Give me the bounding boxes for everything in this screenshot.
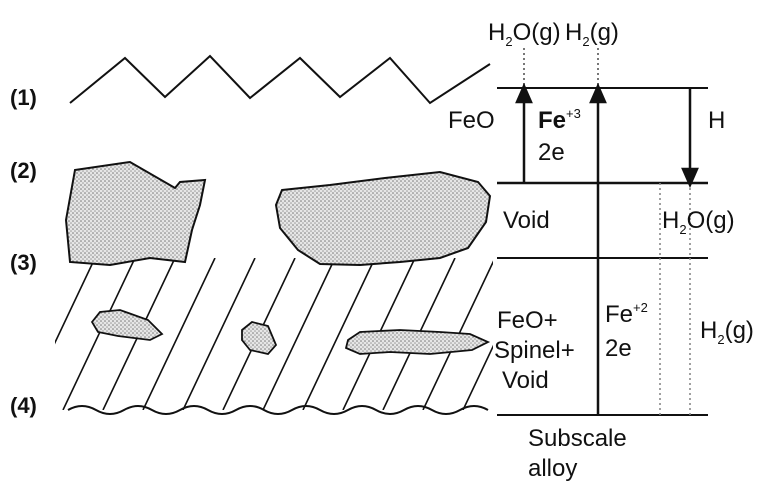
alloy-label: alloy: [528, 455, 577, 482]
h2o-gas-top-label: H2O(g): [488, 19, 561, 49]
feo-blob-right: [274, 170, 492, 267]
spinel-inclusion-3: [344, 329, 491, 355]
outer-surface-line: [69, 54, 491, 105]
inner-electrons-label: 2e: [605, 335, 632, 362]
h2o-void-label: H2O(g): [662, 207, 735, 237]
fe-ion-up-arrowhead: [589, 82, 607, 104]
subscale-label: Subscale: [528, 425, 627, 452]
spinel-inclusion-2: [241, 321, 278, 355]
feo-up-arrowhead: [515, 82, 533, 104]
inner-composition-line-2: Spinel+: [494, 337, 575, 364]
void-label: Void: [503, 207, 550, 234]
feo-label: FeO: [448, 107, 495, 134]
h-label: H: [708, 107, 725, 134]
h-down-arrowhead: [681, 167, 699, 189]
spinel-inclusion-1: [90, 309, 164, 341]
feo-blob-left: [64, 160, 207, 267]
outer-electrons-label: 2e: [538, 139, 565, 166]
inner-composition-line-3: Void: [502, 367, 549, 394]
marker-2: (2): [10, 158, 37, 183]
marker-3: (3): [10, 250, 37, 275]
alloy-interface-line: [67, 405, 489, 415]
h2-inner-label: H2(g): [700, 317, 754, 347]
fe2-ion-label: Fe+2: [605, 300, 648, 328]
fe3-ion-label: Fe+3: [538, 106, 581, 134]
marker-1: (1): [10, 85, 37, 110]
marker-4: (4): [10, 393, 37, 418]
h2-gas-top-label: H2(g): [565, 19, 619, 49]
inner-composition-line-1: FeO+: [497, 307, 558, 334]
